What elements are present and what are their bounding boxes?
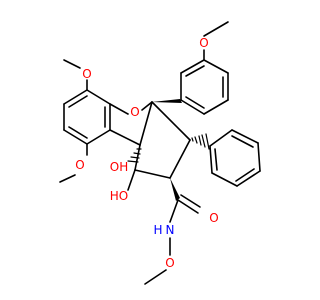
phenyl-bond [209, 145, 213, 174]
hash-bond [198, 135, 202, 146]
aryl-bond [180, 99, 205, 115]
cyclopentane-bond [134, 169, 171, 179]
carbonyl-bond [180, 194, 201, 208]
phenyl-bond [236, 170, 261, 187]
cyclopentane-bond [169, 139, 191, 179]
hash-bond [201, 134, 206, 148]
atom-label-amide-oxygen: O [209, 211, 218, 225]
atom-label-methoxy-left: O [82, 67, 91, 81]
atom-label-methoxy-bottom: O [75, 158, 84, 172]
atom-label-methoxy-top: O [199, 36, 208, 50]
phenyl-bond [231, 129, 259, 144]
wedge-bond [152, 99, 182, 103]
benzo-double-bond [68, 95, 88, 108]
hash-bond [133, 152, 141, 155]
methyl-bond [59, 174, 76, 183]
atom-label-n-methoxy-oxygen: O [165, 256, 174, 270]
aryl-bond [203, 59, 229, 74]
aryl-double-bond [185, 65, 205, 77]
hash-bond [127, 160, 139, 163]
wedge-bond [170, 178, 180, 201]
benzo-double-bond [68, 126, 88, 139]
methyl-bond [144, 269, 167, 285]
furan-c-bond [109, 129, 141, 146]
aryl-bond [203, 99, 229, 115]
phenyl-bond [211, 172, 238, 187]
hash-bond [191, 137, 194, 142]
phenyl-double-bond [214, 148, 218, 171]
benzo-bond [63, 129, 88, 145]
furan-o-bond [109, 103, 129, 115]
ring-fusion-bond [139, 101, 153, 146]
benzo-bond [86, 89, 111, 105]
furan-o-bond [141, 101, 153, 111]
atom-label-amide-nitrogen: N [166, 223, 175, 237]
methyl-bond [63, 59, 81, 69]
carbonyl-bond [177, 199, 199, 214]
hash-bond [205, 133, 210, 150]
hash-bond [130, 156, 140, 159]
atom-label-amide-h: H [153, 223, 162, 237]
benzo-bond [63, 89, 88, 105]
cyclopentane-bond [151, 101, 191, 141]
methyl-bond [203, 21, 229, 37]
stereo-layer [127, 99, 210, 201]
hash-bond [194, 136, 198, 144]
atom-label-ring-oxygen: O [130, 105, 139, 119]
aryl-double-bond [185, 96, 205, 109]
phenyl-double-bond [235, 168, 255, 182]
amide-c-n-bond [169, 199, 179, 223]
atom-label-hydroxyl-upper: OH [110, 160, 128, 174]
c-oh-bond [127, 169, 136, 191]
chemical-structure: O O O O OH HO O N H O [59, 21, 261, 285]
atom-label-hydroxyl-lower: HO [110, 189, 128, 203]
bond-layer [59, 21, 261, 285]
phenyl-bond [257, 142, 261, 172]
phenyl-bond [209, 129, 233, 147]
aryl-bond [180, 59, 205, 74]
benzo-bond [86, 129, 111, 145]
phenyl-double-bond [231, 135, 254, 148]
atom-label-layer: O O O O OH HO O N H O [75, 36, 218, 270]
